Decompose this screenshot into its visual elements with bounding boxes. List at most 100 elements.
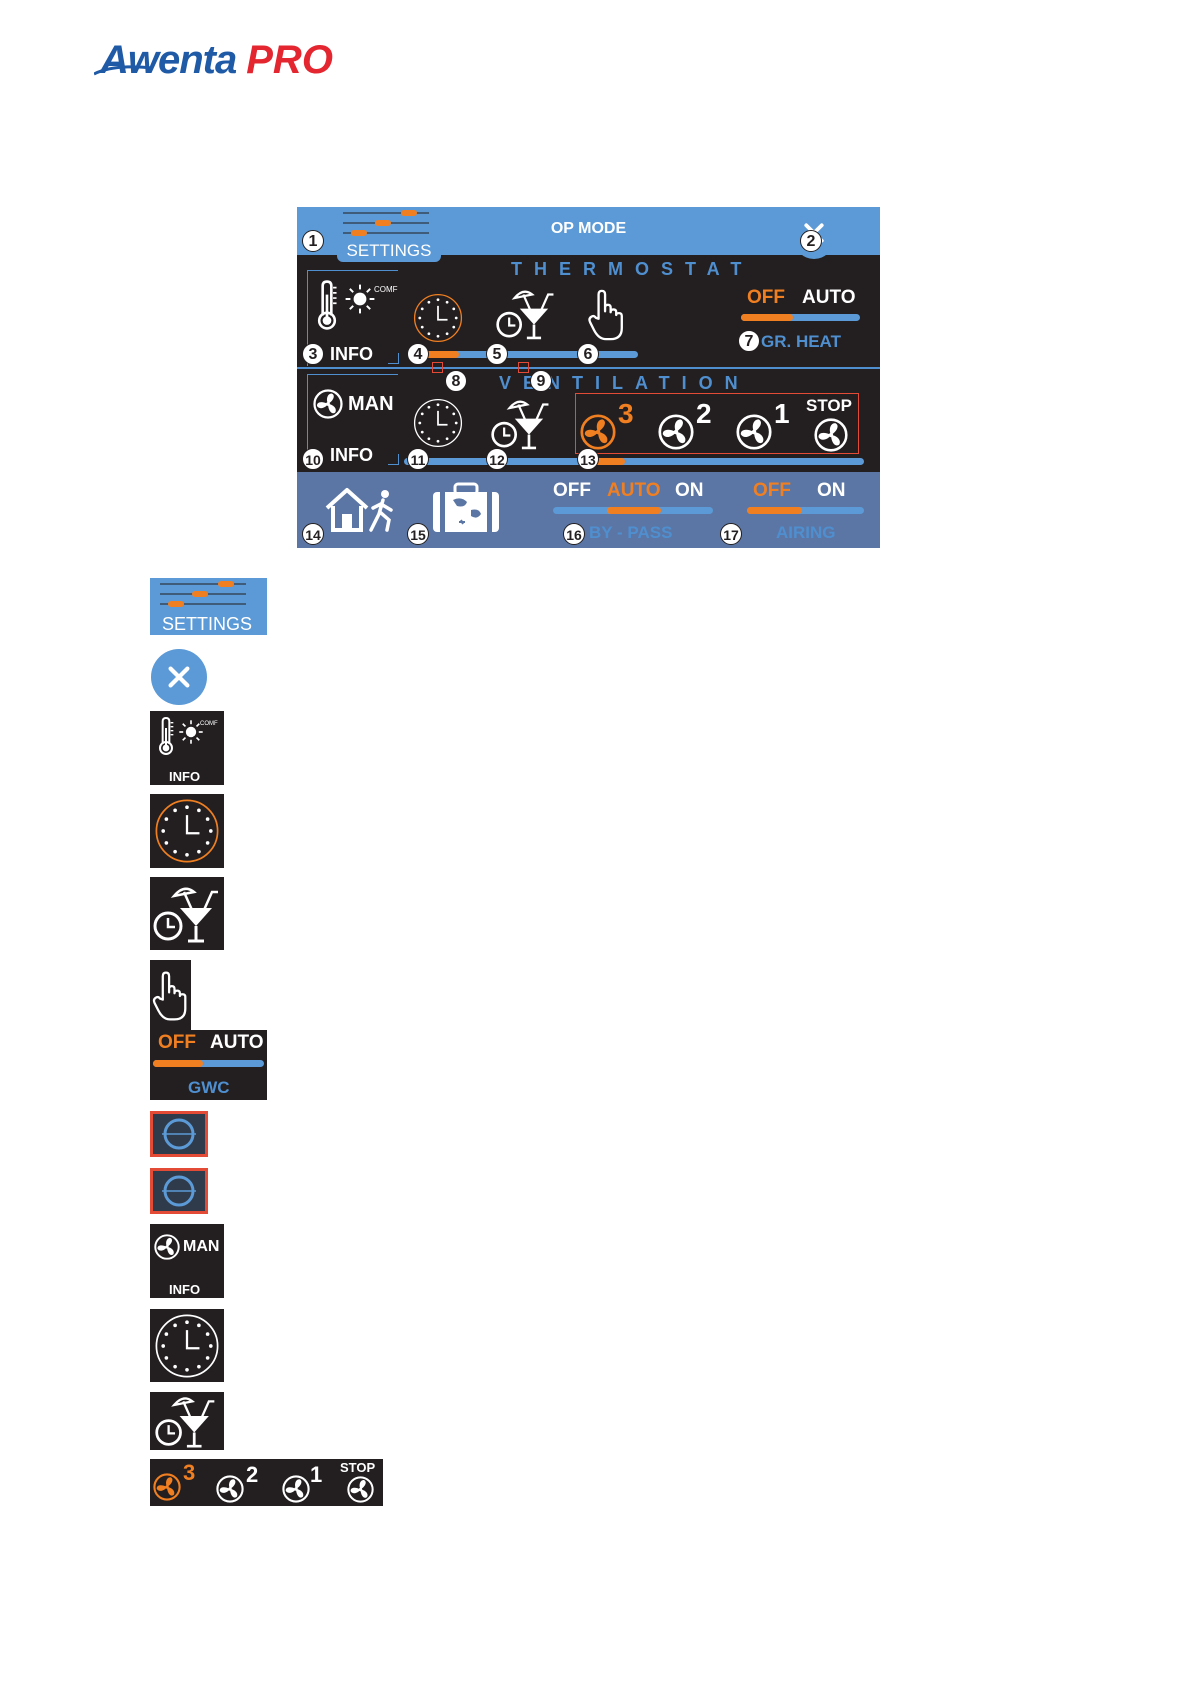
schedule-clock-icon xyxy=(153,797,221,865)
callout-10: 10 xyxy=(302,448,324,470)
comf-badge: COMF xyxy=(200,721,218,727)
callout-7: 7 xyxy=(738,330,760,352)
legend-gwc: OFF AUTO GWC xyxy=(150,1030,267,1100)
settings-label: SETTINGS xyxy=(341,241,437,261)
legend-settings-icon: SETTINGS xyxy=(150,578,267,635)
legend-party-mode xyxy=(150,877,224,950)
manual-hand-icon[interactable] xyxy=(587,289,625,341)
ventilation-info-label: INFO xyxy=(330,445,373,466)
logo-swoosh-icon xyxy=(94,62,154,78)
sun-icon xyxy=(344,283,376,315)
callout-16: 16 xyxy=(563,523,585,545)
bypass-off[interactable]: OFF xyxy=(553,480,591,502)
gr-heat-label: GR. HEAT xyxy=(761,332,841,352)
gwc-label: GWC xyxy=(188,1078,230,1098)
vent-party-mode-icon[interactable] xyxy=(490,397,552,451)
party-mode-icon xyxy=(152,883,222,945)
fan-icon xyxy=(814,418,848,452)
ring-icon xyxy=(162,1174,196,1208)
legend-schedule-clock xyxy=(150,794,224,868)
legend-thermostat-info: COMF INFO xyxy=(150,711,224,785)
fan-icon xyxy=(580,414,616,450)
callout-3: 3 xyxy=(302,343,324,365)
bottom-bar: OFF AUTO ON BY - PASS OFF ON AIRING xyxy=(297,472,880,548)
gwc-indicator xyxy=(153,1060,203,1067)
legend-speed-2: 2 xyxy=(246,1462,258,1488)
callout-1: 1 xyxy=(302,230,324,252)
schedule-clock-icon[interactable] xyxy=(412,292,464,344)
thermometer-icon xyxy=(314,279,340,331)
callout-14: 14 xyxy=(302,523,324,545)
legend-man-label: MAN xyxy=(183,1238,219,1256)
legend-marker-9 xyxy=(150,1168,208,1214)
fan-icon xyxy=(153,1473,181,1501)
legend-settings-label: SETTINGS xyxy=(162,614,252,635)
gr-heat-auto[interactable]: AUTO xyxy=(802,287,855,309)
tile-corner xyxy=(388,454,399,465)
legend-close-icon xyxy=(151,649,207,705)
vent-schedule-clock-icon[interactable] xyxy=(412,397,464,449)
callout-6: 6 xyxy=(577,343,599,365)
bypass-auto[interactable]: AUTO xyxy=(607,480,660,502)
bypass-label: BY - PASS xyxy=(589,523,672,543)
vacation-suitcase-icon[interactable] xyxy=(431,482,501,534)
fan-speed-digit: 2 xyxy=(696,398,712,430)
ring-icon xyxy=(162,1117,196,1151)
gr-heat-indicator xyxy=(741,314,793,321)
comf-badge: COMF xyxy=(374,285,398,294)
airing-on[interactable]: ON xyxy=(817,480,846,502)
leave-home-icon[interactable] xyxy=(323,484,403,534)
op-mode-screen: SETTINGS OP MODE THERMOSTAT COMF INFO OF… xyxy=(297,207,880,548)
fan-icon xyxy=(216,1475,244,1503)
callout-2: 2 xyxy=(800,230,822,252)
legend-speed-1: 1 xyxy=(310,1462,322,1488)
fan-icon xyxy=(658,414,694,450)
marker-9 xyxy=(518,362,529,373)
thermostat-info-label: INFO xyxy=(330,344,373,365)
gr-heat-off[interactable]: OFF xyxy=(747,287,785,309)
vent-mode-label: MAN xyxy=(348,393,394,416)
thermostat-title: THERMOSTAT xyxy=(511,259,753,280)
marker-8 xyxy=(432,362,443,373)
fan-stop-label: STOP xyxy=(806,396,852,416)
fan-speed-group: 3 2 1 STOP xyxy=(575,393,859,454)
legend-marker-8 xyxy=(150,1111,208,1157)
fan-icon xyxy=(313,389,343,419)
manual-hand-icon xyxy=(152,966,188,1026)
callout-8: 8 xyxy=(445,370,467,392)
callout-4: 4 xyxy=(407,343,429,365)
gwc-auto: AUTO xyxy=(210,1032,263,1054)
legend-vent-clock xyxy=(150,1309,224,1382)
callout-9: 9 xyxy=(530,370,552,392)
legend-vent-party xyxy=(150,1392,224,1450)
fan-icon xyxy=(154,1234,180,1260)
bypass-on[interactable]: ON xyxy=(675,480,704,502)
callout-5: 5 xyxy=(486,343,508,365)
thermometer-icon xyxy=(156,715,176,757)
callout-17: 17 xyxy=(720,523,742,545)
callout-13: 13 xyxy=(577,448,599,470)
legend-info-label: INFO xyxy=(169,1282,200,1297)
airing-indicator xyxy=(747,507,802,514)
fan-icon xyxy=(282,1475,310,1503)
sliders-icon xyxy=(158,580,248,610)
callout-11: 11 xyxy=(407,448,429,470)
section-divider xyxy=(297,367,880,369)
vent-schedule-clock-icon xyxy=(153,1312,221,1380)
callout-15: 15 xyxy=(407,523,429,545)
gwc-off: OFF xyxy=(158,1032,196,1054)
legend-manual-hand xyxy=(150,960,191,1030)
airing-label: AIRING xyxy=(776,523,836,543)
party-mode-icon[interactable] xyxy=(495,287,557,341)
vent-party-mode-icon xyxy=(154,1394,218,1449)
legend-fan-speeds: 3 2 1 STOP xyxy=(150,1459,383,1506)
ventilation-mode-bar xyxy=(404,458,864,465)
fan-icon xyxy=(736,414,772,450)
fan-speed-digit: 1 xyxy=(774,398,790,430)
legend-info-label: INFO xyxy=(169,769,200,784)
airing-off[interactable]: OFF xyxy=(753,480,791,502)
legend-speed-3: 3 xyxy=(183,1460,195,1486)
legend-ventilation-info: MAN INFO xyxy=(150,1224,224,1298)
tile-corner xyxy=(388,353,399,364)
